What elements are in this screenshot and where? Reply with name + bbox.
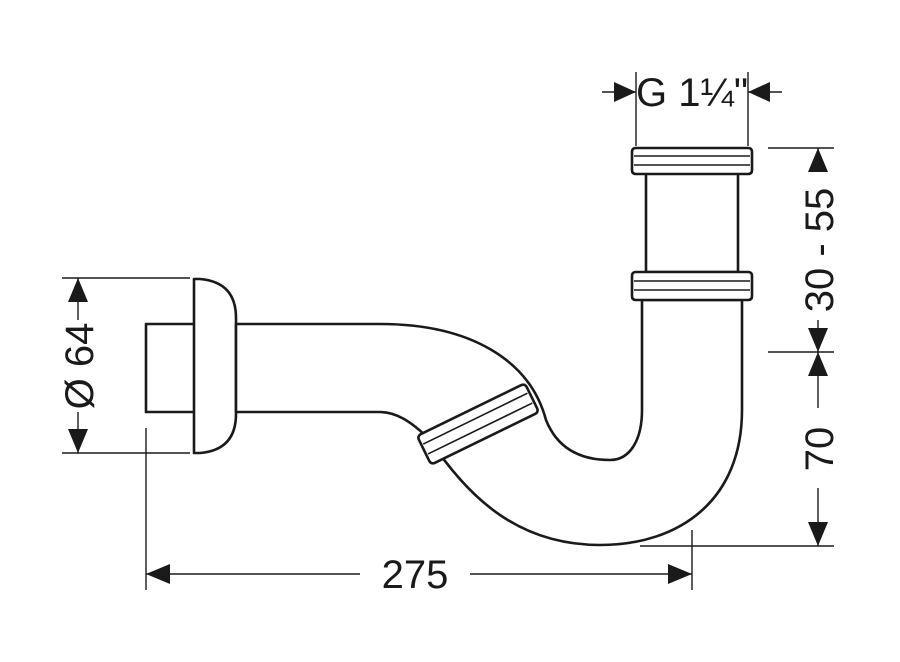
middle-nut xyxy=(630,270,754,302)
height-adjust-label: 30 - 55 xyxy=(798,188,842,313)
width-label: 275 xyxy=(382,553,449,597)
dimension-height: 30 - 55 70 xyxy=(640,147,842,547)
dimension-thread: G 1¼" xyxy=(602,71,782,146)
top-nut xyxy=(630,146,754,176)
dimension-diameter: Ø 64 xyxy=(58,277,190,454)
upper-tube xyxy=(644,170,740,274)
thread-label: G 1¼" xyxy=(636,71,748,115)
diagonal-nut xyxy=(417,383,539,465)
wall-rosette xyxy=(144,277,238,455)
height-base-label: 70 xyxy=(798,427,842,472)
diameter-label: Ø 64 xyxy=(58,323,102,410)
dimension-width: 275 xyxy=(145,428,693,597)
